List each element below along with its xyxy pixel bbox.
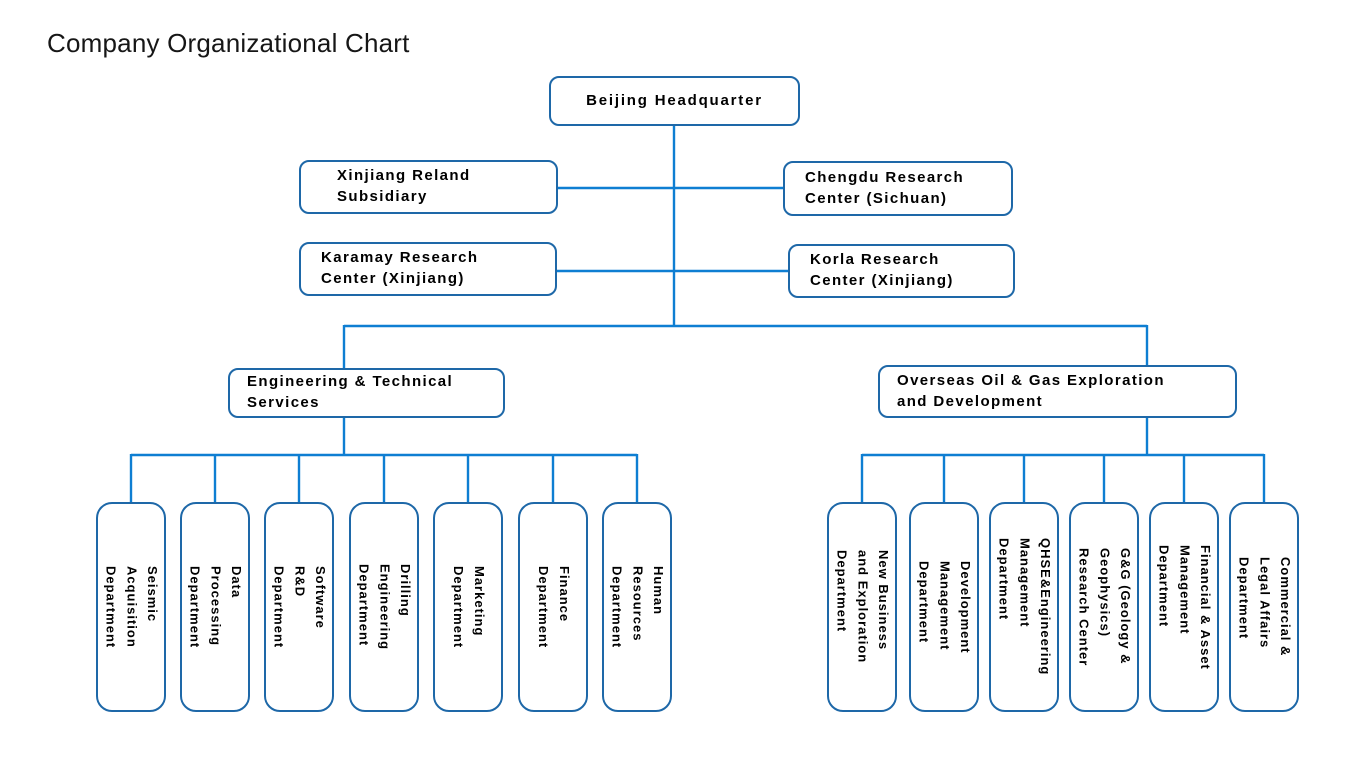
node-korla-research-center: Korla Research Center (Xinjiang): [788, 244, 1015, 298]
vertical-label: QHSE&Engineering Management Department: [993, 538, 1055, 675]
page-title: Company Organizational Chart: [47, 28, 410, 58]
node-label-line: Management: [1177, 544, 1193, 635]
vertical-label: Drilling Engineering Department: [353, 564, 415, 650]
node-financial-asset-management-department: Financial & Asset Management Department: [1149, 502, 1219, 712]
node-label-line: Department: [1236, 557, 1252, 640]
node-label-line: Engineering: [377, 563, 393, 651]
node-label-line: Department: [834, 550, 850, 633]
node-commercial-legal-affairs-department: Commercial & Legal Affairs Department: [1229, 502, 1299, 712]
node-overseas-oil-gas-division: Overseas Oil & Gas Exploration and Devel…: [878, 365, 1237, 418]
node-label-line: Processing: [208, 565, 224, 646]
node-label-line: Drilling: [398, 563, 414, 617]
vertical-label: Financial & Asset Management Department: [1153, 545, 1215, 670]
node-xinjiang-reland-subsidiary: Xinjiang Reland Subsidiary: [299, 160, 558, 214]
node-label-line: Services: [247, 394, 320, 411]
node-label-line: R&D: [292, 565, 308, 598]
node-label-line: Marketing: [471, 565, 487, 637]
node-label-line: Financial & Asset: [1198, 544, 1214, 670]
node-label-line: Korla Research: [810, 251, 940, 269]
node-label-line: Department: [451, 565, 466, 649]
node-label-line: Karamay Research: [321, 249, 479, 267]
node-label-line: Research Center: [1076, 547, 1092, 667]
vertical-label: Data Processing Department: [184, 566, 246, 648]
node-label-line: Management: [1017, 538, 1033, 628]
node-label-line: Department: [1156, 544, 1172, 627]
node-label-line: Center (Xinjiang): [810, 272, 954, 289]
node-label-line: Department: [103, 565, 119, 649]
node-label-line: Subsidiary: [337, 188, 428, 205]
node-human-resources-department: Human Resources Department: [602, 502, 672, 712]
node-label-line: Resources: [630, 565, 646, 642]
node-drilling-engineering-department: Drilling Engineering Department: [349, 502, 419, 712]
node-label-line: Chengdu Research: [805, 168, 965, 186]
node-data-processing-department: Data Processing Department: [180, 502, 250, 712]
vertical-label: Seismic Acquisition Department: [100, 566, 162, 648]
node-label-line: Department: [271, 565, 287, 649]
node-label-line: Xinjiang Reland: [337, 167, 471, 185]
node-label-line: Acquisition: [124, 565, 140, 648]
node-label-line: Legal Affairs: [1257, 557, 1273, 649]
node-label-line: Beijing Headquarter: [586, 91, 763, 109]
vertical-label: Commercial & Legal Affairs Department: [1233, 557, 1295, 656]
node-label-line: Department: [916, 560, 932, 643]
vertical-label: Software R&D Department: [268, 566, 330, 648]
node-engineering-technical-services: Engineering & Technical Services: [228, 368, 505, 418]
node-label-line: Center (Sichuan): [805, 189, 948, 207]
node-label-line: Center (Xinjiang): [321, 270, 465, 287]
node-finance-department: Finance Department: [518, 502, 588, 712]
node-label-line: Finance: [556, 565, 572, 622]
vertical-label: Finance Department: [532, 566, 574, 648]
node-label-line: Development: [958, 560, 974, 654]
node-label-line: Department: [356, 563, 372, 647]
node-label-line: Department: [609, 565, 625, 649]
node-seismic-acquisition-department: Seismic Acquisition Department: [96, 502, 166, 712]
node-software-rd-department: Software R&D Department: [264, 502, 334, 712]
node-karamay-research-center: Karamay Research Center (Xinjiang): [299, 242, 557, 296]
vertical-label: Development Management Department: [913, 561, 975, 654]
node-label-line: Department: [536, 565, 551, 649]
node-gg-geology-geophysics-research-center: G&G (Geology & Geophysics) Research Cent…: [1069, 502, 1139, 712]
node-label-line: Department: [187, 565, 203, 649]
node-label-line: Geophysics): [1097, 547, 1113, 637]
node-qhse-engineering-management-department: QHSE&Engineering Management Department: [989, 502, 1059, 712]
node-label-line: G&G (Geology &: [1118, 547, 1134, 665]
node-label-line: Department: [996, 538, 1012, 621]
node-label-line: and Exploration: [855, 550, 871, 664]
vertical-label: Marketing Department: [447, 566, 489, 648]
node-label-line: QHSE&Engineering: [1038, 538, 1054, 676]
node-label-line: Commercial &: [1278, 557, 1294, 657]
node-development-management-department: Development Management Department: [909, 502, 979, 712]
vertical-label: G&G (Geology & Geophysics) Research Cent…: [1073, 548, 1135, 666]
node-marketing-department: Marketing Department: [433, 502, 503, 712]
node-label-line: Human: [651, 565, 667, 615]
node-label-line: Overseas Oil & Gas Exploration: [897, 371, 1165, 389]
node-label-line: Data: [229, 565, 245, 599]
vertical-label: Human Resources Department: [606, 566, 668, 648]
node-chengdu-research-center: Chengdu Research Center (Sichuan): [783, 161, 1013, 216]
node-new-business-exploration-department: New Business and Exploration Department: [827, 502, 897, 712]
vertical-label: New Business and Exploration Department: [831, 550, 893, 663]
node-label-line: and Development: [897, 392, 1044, 410]
node-label-line: Seismic: [145, 565, 161, 623]
node-label-line: New Business: [876, 550, 892, 651]
node-label-line: Software: [313, 565, 329, 629]
node-beijing-headquarter: Beijing Headquarter: [549, 76, 800, 126]
node-label-line: Engineering & Technical: [247, 373, 454, 391]
node-label-line: Management: [937, 560, 953, 651]
